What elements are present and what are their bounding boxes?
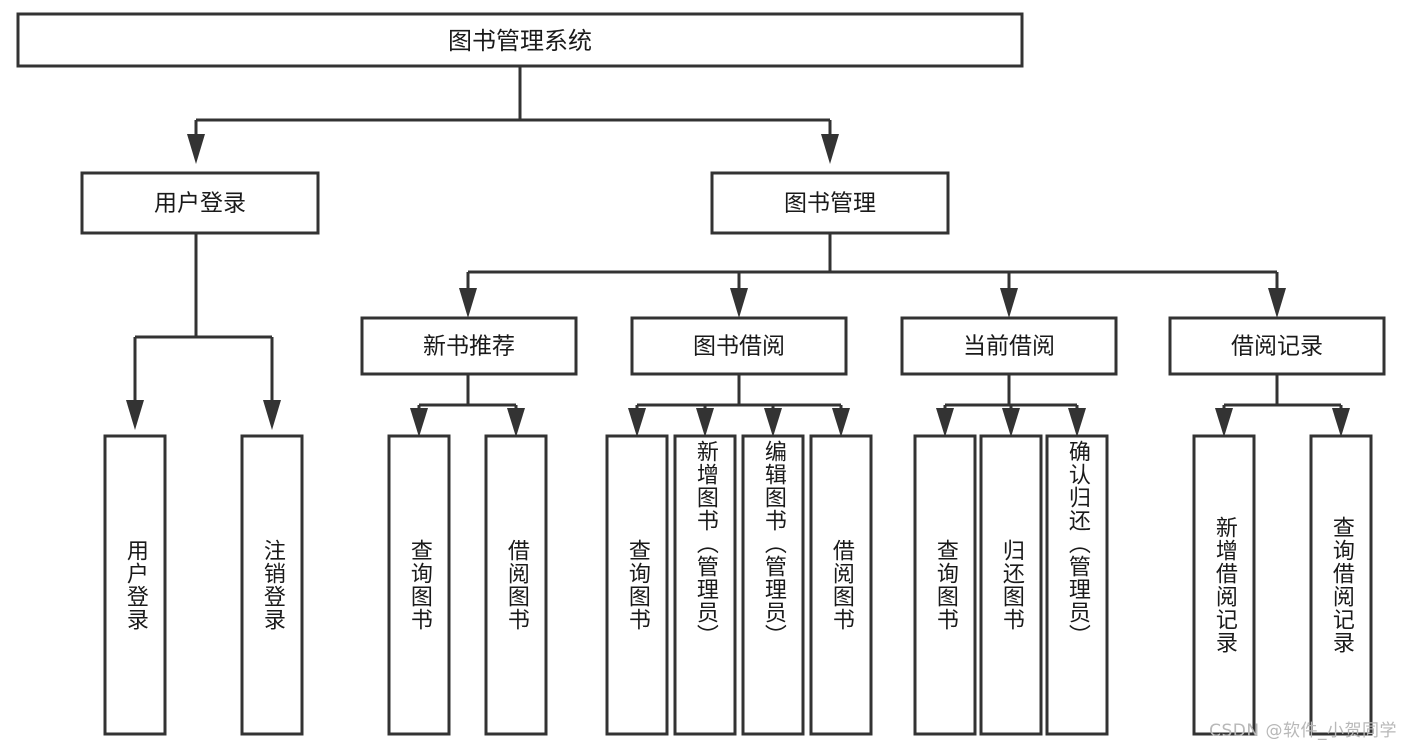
arrow-head-leaf-confirm-return — [1068, 408, 1086, 437]
connector-group-borrow-record — [1215, 374, 1350, 437]
arrow-head-leaf-user-logout — [263, 400, 281, 430]
node-leaf-add-book-rect[interactable] — [673, 434, 737, 736]
arrow-head-user-login — [187, 134, 205, 164]
connector-group-book-manage — [459, 233, 1286, 318]
node-leaf-query-record-rect[interactable] — [1309, 434, 1373, 736]
arrow-head-book-manage — [821, 134, 839, 164]
arrow-head-leaf-query-book-1 — [410, 408, 428, 437]
node-book-manage[interactable]: 图书管理 — [710, 171, 950, 235]
node-book-borrow-label: 图书借阅 — [693, 334, 785, 360]
node-user-login-rect[interactable] — [80, 171, 320, 235]
arrow-head-leaf-query-book-3 — [936, 408, 954, 437]
arrow-head-book-borrow — [730, 288, 748, 318]
arrow-head-leaf-return-book — [1002, 408, 1020, 437]
arrow-head-leaf-borrow-book-2 — [832, 408, 850, 437]
node-book-manage-label: 图书管理 — [784, 191, 876, 217]
connector-group-new-book-recommend — [410, 374, 525, 437]
arrow-head-leaf-add-record — [1215, 408, 1233, 437]
connector-group-book-borrow — [628, 374, 850, 437]
node-current-borrow-rect[interactable] — [900, 316, 1118, 376]
node-new-book-recommend[interactable]: 新书推荐 — [360, 316, 578, 376]
arrow-head-leaf-borrow-book-1 — [507, 408, 525, 437]
node-leaf-query-book-1-rect[interactable] — [387, 434, 451, 736]
node-current-borrow-label: 当前借阅 — [963, 334, 1055, 360]
node-root[interactable]: 图书管理系统 — [16, 12, 1024, 68]
arrow-head-leaf-add-book — [696, 408, 714, 437]
node-user-login-label: 用户登录 — [154, 191, 246, 217]
arrow-head-leaf-user-login — [126, 400, 144, 430]
node-book-manage-rect[interactable] — [710, 171, 950, 235]
node-root-rect[interactable] — [16, 12, 1024, 68]
arrow-head-borrow-record — [1268, 288, 1286, 318]
node-borrow-record-label: 借阅记录 — [1231, 334, 1323, 360]
node-leaf-query-book-2-rect[interactable] — [605, 434, 669, 736]
connector-group-user-login — [126, 233, 281, 430]
arrow-head-new-book-recommend — [459, 288, 477, 318]
node-leaf-confirm-return-rect[interactable] — [1045, 434, 1109, 736]
node-leaf-user-login-rect[interactable] — [103, 434, 167, 736]
node-leaf-add-record-rect[interactable] — [1192, 434, 1256, 736]
csdn-watermark: CSDN @软件_小贺同学 — [1209, 721, 1397, 741]
arrow-head-leaf-query-record — [1332, 408, 1350, 437]
arrow-head-leaf-edit-book — [764, 408, 782, 437]
node-leaf-user-logout-rect[interactable] — [240, 434, 304, 736]
arrow-head-current-borrow — [1000, 288, 1018, 318]
node-leaf-return-book-rect[interactable] — [979, 434, 1043, 736]
connector-group-current-borrow — [936, 374, 1086, 437]
node-root-label: 图书管理系统 — [448, 27, 592, 55]
node-user-login[interactable]: 用户登录 — [80, 171, 320, 235]
node-new-book-recommend-rect[interactable] — [360, 316, 578, 376]
node-book-borrow[interactable]: 图书借阅 — [630, 316, 848, 376]
node-new-book-recommend-label: 新书推荐 — [423, 334, 515, 360]
connector-group-root — [187, 66, 839, 164]
node-borrow-record[interactable]: 借阅记录 — [1168, 316, 1386, 376]
arrow-head-leaf-query-book-2 — [628, 408, 646, 437]
node-leaf-borrow-book-2-rect[interactable] — [809, 434, 873, 736]
node-book-borrow-rect[interactable] — [630, 316, 848, 376]
node-borrow-record-rect[interactable] — [1168, 316, 1386, 376]
node-current-borrow[interactable]: 当前借阅 — [900, 316, 1118, 376]
node-leaf-query-book-3-rect[interactable] — [913, 434, 977, 736]
node-leaf-edit-book-rect[interactable] — [741, 434, 805, 736]
node-leaf-borrow-book-1-rect[interactable] — [484, 434, 548, 736]
